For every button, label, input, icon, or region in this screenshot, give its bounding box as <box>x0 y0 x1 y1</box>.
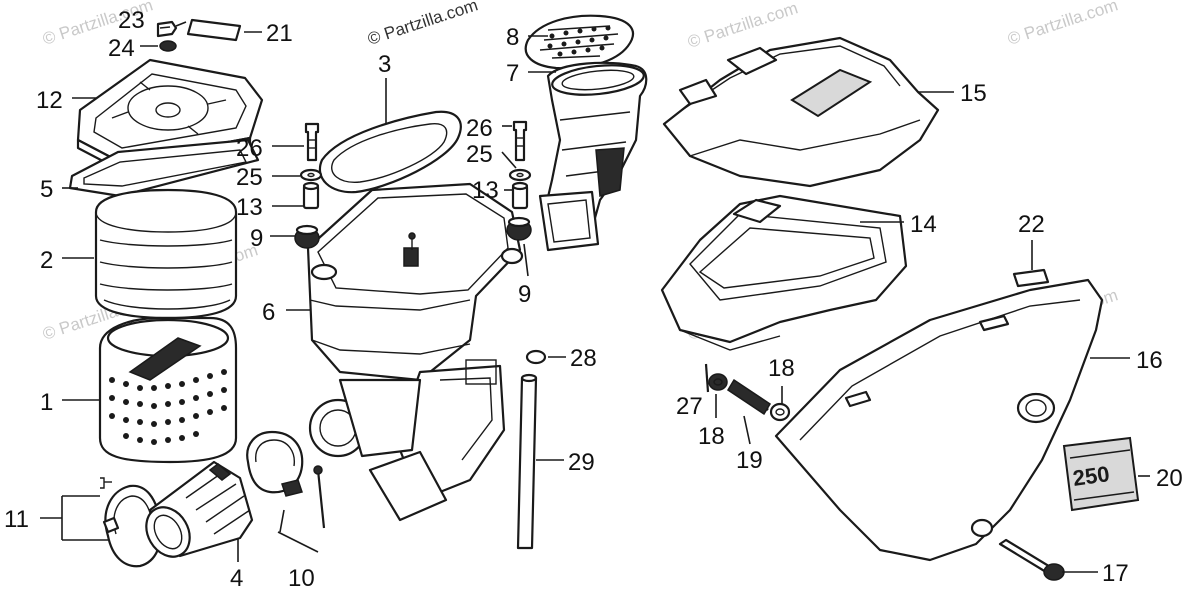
callout-17: 17 <box>1102 560 1129 587</box>
callout-9a: 9 <box>250 225 263 252</box>
callout-14: 14 <box>910 211 937 238</box>
callout-13a: 13 <box>236 194 263 221</box>
leader-19 <box>743 415 751 445</box>
callout-5: 5 <box>40 176 53 203</box>
part-28-plug <box>525 349 547 365</box>
part-24-washer <box>159 40 177 52</box>
part-29-tube <box>516 373 538 550</box>
callout-28: 28 <box>570 345 597 372</box>
callout-15: 15 <box>960 80 987 107</box>
callout-16: 16 <box>1136 347 1163 374</box>
callout-25a: 25 <box>236 164 263 191</box>
part-20-emblem: 250 <box>1062 436 1140 512</box>
callout-25b: 25 <box>466 141 493 168</box>
part-7-intake-duct <box>538 61 648 252</box>
part-18-grommet-right <box>769 402 791 422</box>
emblem-text: 250 <box>1071 461 1111 491</box>
part-9-grommet-left <box>294 224 320 249</box>
part-10-clamp <box>246 430 326 529</box>
leader-9b <box>523 243 529 277</box>
callout-26a: 26 <box>236 135 263 162</box>
callout-23: 23 <box>118 7 145 34</box>
part-22-sticker <box>1012 268 1050 288</box>
part-25-washer-right <box>508 168 532 182</box>
callout-29: 29 <box>568 449 595 476</box>
watermark: © Partzilla.com <box>1005 0 1120 49</box>
part-17-screw <box>998 538 1065 581</box>
part-4-intake-boot <box>145 460 254 558</box>
leader-25b <box>501 151 517 169</box>
part-2-air-filter-element <box>94 188 238 320</box>
part-6-air-cleaner-case <box>306 182 524 522</box>
part-26-bolt-left <box>304 122 320 162</box>
part-23-screw <box>156 20 178 38</box>
callout-1: 1 <box>40 389 53 416</box>
part-25-washer-left <box>299 168 323 182</box>
callout-18b: 18 <box>768 355 795 382</box>
part-21-label-sticker <box>186 18 242 42</box>
part-18-grommet-left <box>708 373 728 391</box>
callout-18a: 18 <box>698 423 725 450</box>
callout-6: 6 <box>262 299 275 326</box>
part-8-intake-screen <box>524 14 634 70</box>
callout-24: 24 <box>108 35 135 62</box>
leader-11 <box>40 495 108 541</box>
callout-22: 22 <box>1018 211 1045 238</box>
part-1-filter-case <box>98 316 238 464</box>
callout-9b: 9 <box>518 281 531 308</box>
callout-11: 11 <box>4 506 29 533</box>
part-26-bolt-right <box>512 120 528 162</box>
callout-13b: 13 <box>472 177 499 204</box>
part-16-side-cover <box>774 278 1104 562</box>
watermark: © Partzilla.com <box>685 0 800 52</box>
callout-4: 4 <box>230 565 243 592</box>
part-13-collar-right <box>511 181 529 210</box>
part-19-spring <box>726 378 772 416</box>
callout-26b: 26 <box>466 115 493 142</box>
callout-7: 7 <box>506 60 519 87</box>
callout-21: 21 <box>266 20 293 47</box>
callout-2: 2 <box>40 247 53 274</box>
part-14-battery-tray <box>660 194 908 351</box>
part-3-gasket <box>318 110 462 194</box>
leader-lines <box>40 21 1150 573</box>
callout-10: 10 <box>288 565 315 592</box>
watermark: © Partzilla.com <box>365 0 480 49</box>
callout-numbers: 23 21 24 12 5 2 1 11 4 10 3 26 25 13 9 6… <box>4 7 1183 592</box>
callout-27: 27 <box>676 393 703 420</box>
callout-19: 19 <box>736 447 763 474</box>
leader-23 <box>175 21 187 27</box>
leader-10 <box>277 509 319 553</box>
callout-12: 12 <box>36 87 63 114</box>
part-27-pin <box>704 363 710 393</box>
callout-20: 20 <box>1156 465 1183 492</box>
callout-8: 8 <box>506 24 519 51</box>
part-9-grommet-right <box>506 216 532 241</box>
callout-3: 3 <box>378 51 391 78</box>
part-13-collar-left <box>302 181 320 210</box>
part-15-battery-cover <box>662 36 940 188</box>
